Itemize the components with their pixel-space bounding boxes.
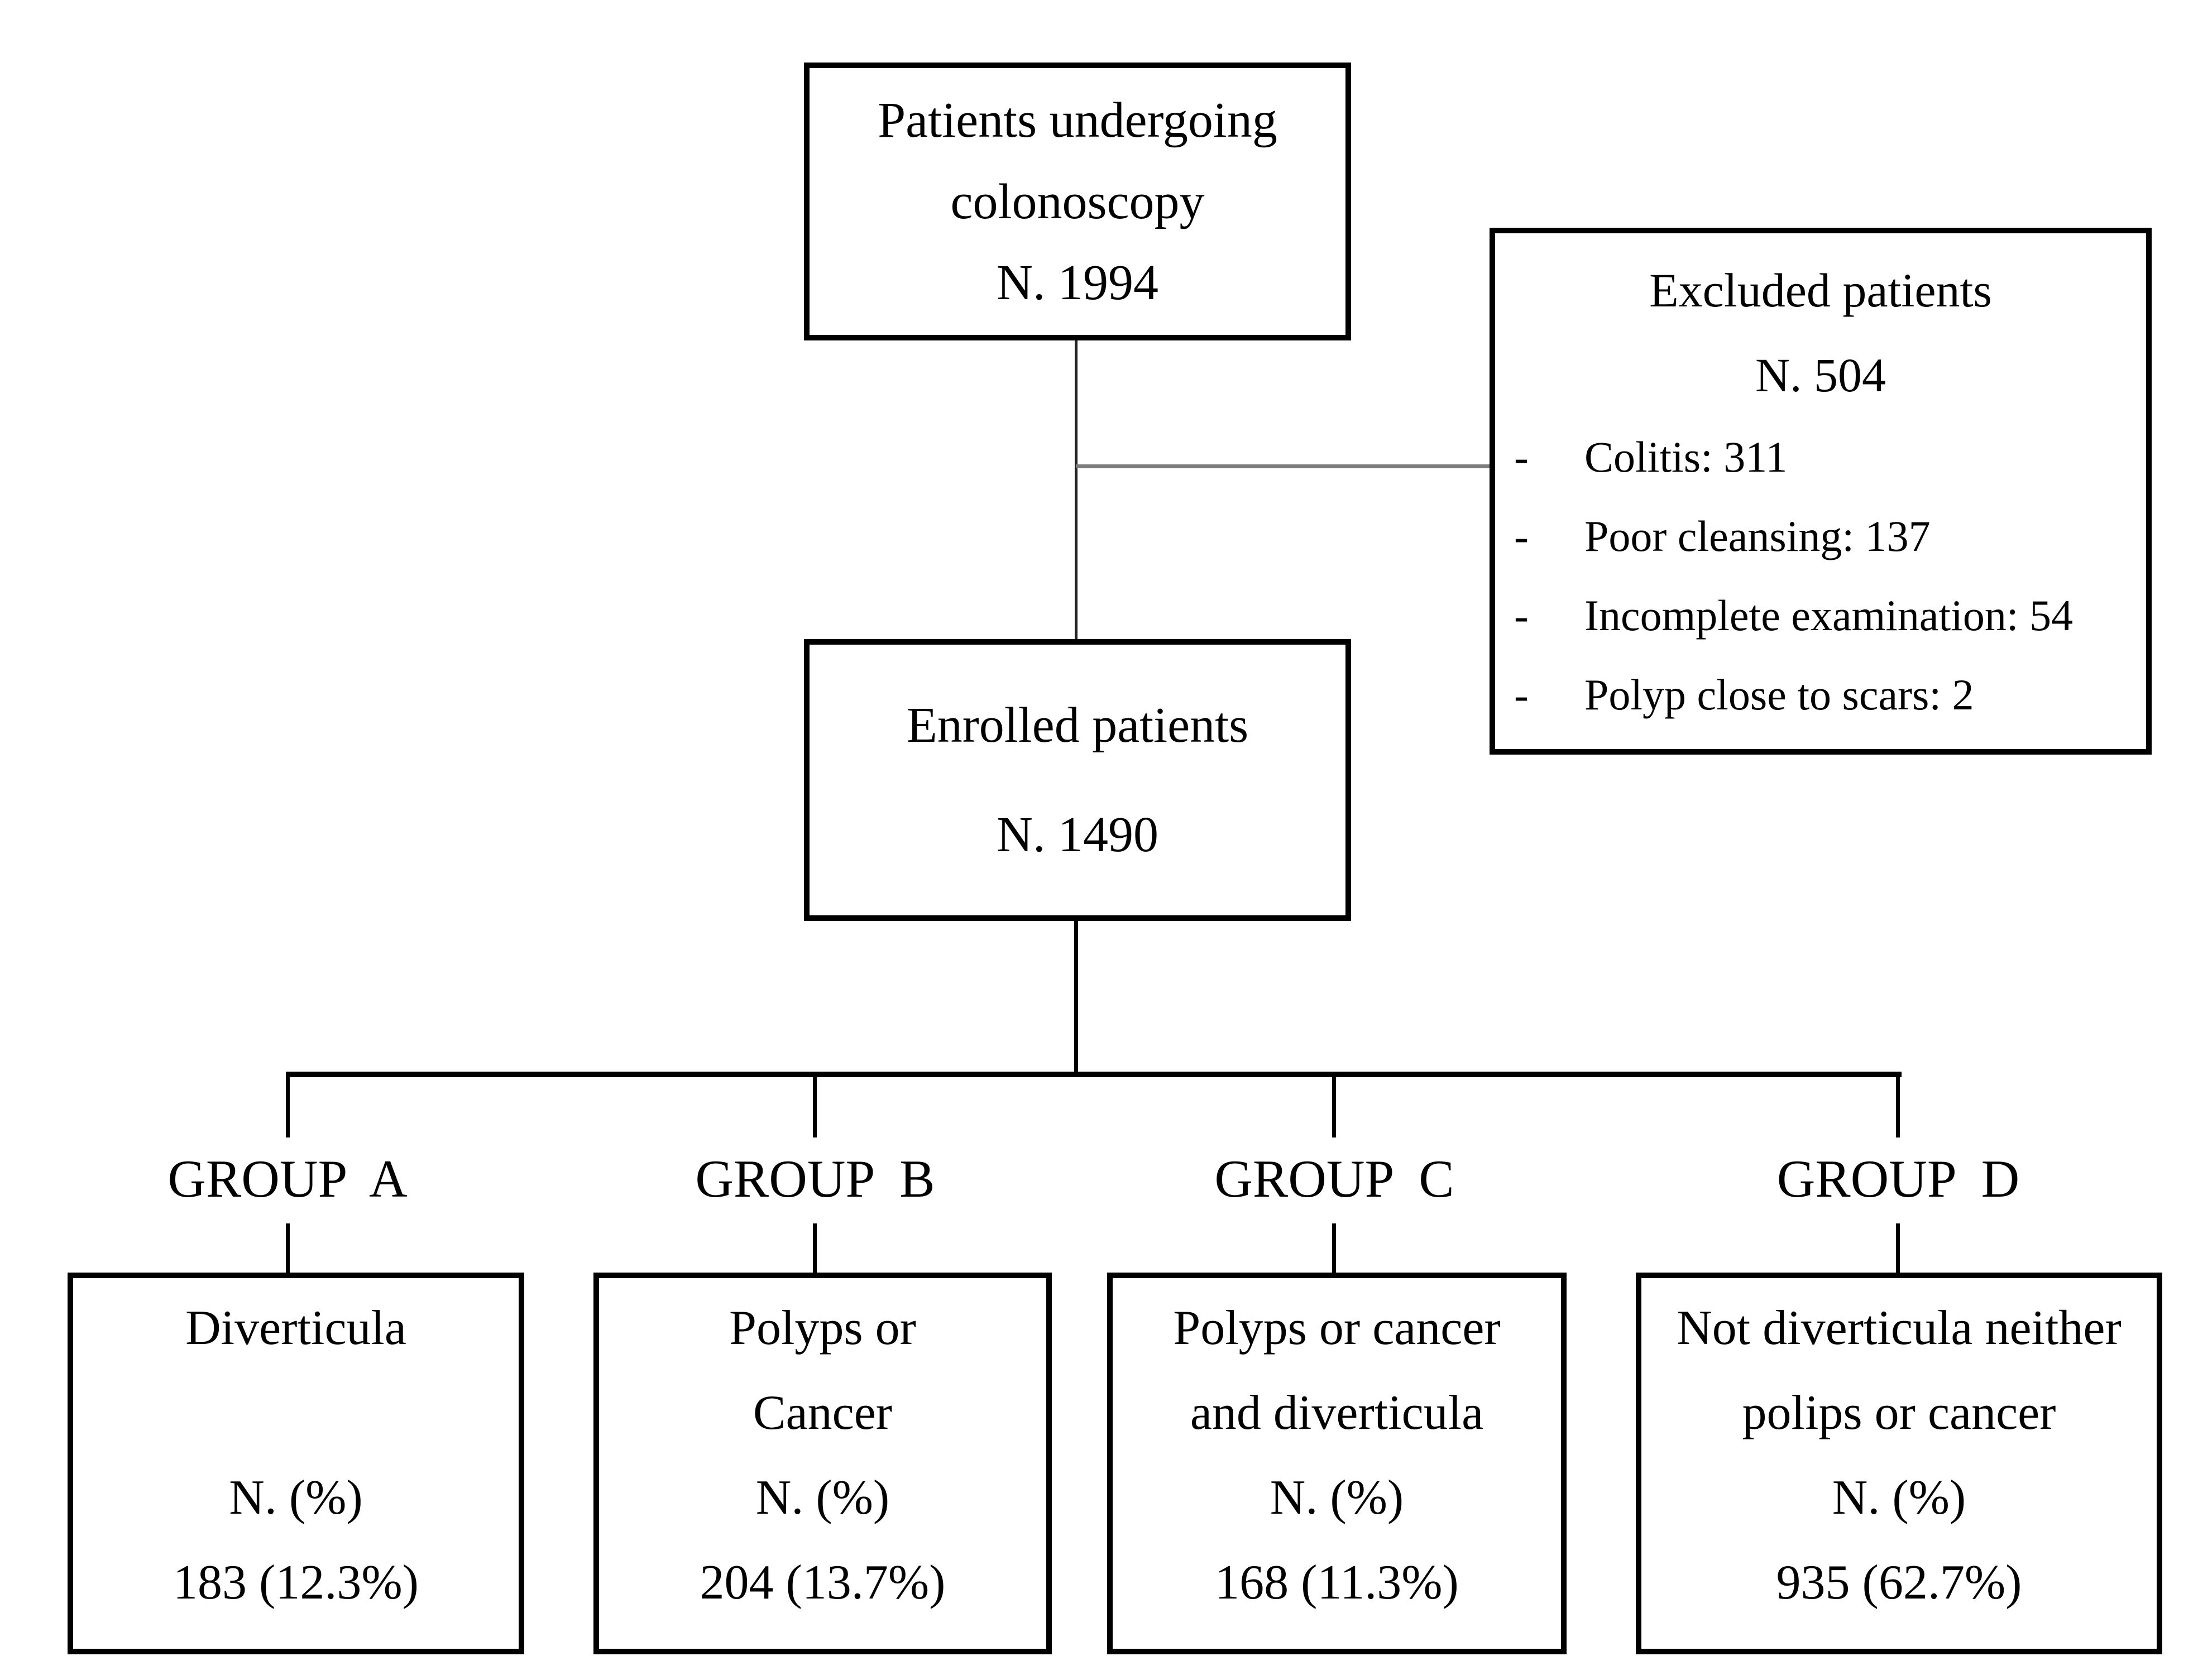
group-a-stat-label: N. (%) — [229, 1471, 363, 1525]
patients-line-2: colonoscopy — [950, 174, 1205, 229]
group-a-line-1: Diverticula — [185, 1301, 406, 1355]
excluded-item-poor-cleansing: - Poor cleansing: 137 — [1495, 511, 2146, 561]
bullet-dash: - — [1514, 512, 1529, 560]
excluded-item-incomplete-exam: - Incomplete examination: 54 — [1495, 591, 2146, 641]
group-d-label: GROUP D — [1776, 1149, 2020, 1208]
group-c-upper-stub — [1332, 1076, 1336, 1137]
group-a-value: 183 (12.3%) — [173, 1556, 419, 1610]
box-group-c-polyps-cancer-diverticula: Polyps or cancer and diverticula N. (%) … — [1107, 1273, 1567, 1654]
group-c-label: GROUP C — [1214, 1149, 1454, 1208]
group-b-upper-stub — [813, 1076, 817, 1137]
branch-line — [286, 1072, 1902, 1077]
group-c-value: 168 (11.3%) — [1215, 1556, 1459, 1610]
connector-enrolled-to-branch — [1074, 919, 1078, 1074]
group-d-upper-stub — [1896, 1076, 1900, 1137]
group-d-stat-label: N. (%) — [1832, 1471, 1966, 1525]
group-b-lower-stub — [813, 1223, 817, 1276]
group-a-line-2 — [73, 1371, 519, 1456]
group-b-line-1: Polyps or — [729, 1301, 916, 1355]
group-a-lower-stub — [286, 1223, 290, 1276]
enrolled-count: N. 1490 — [997, 807, 1158, 862]
box-excluded-patients: Excluded patients N. 504 - Colitis: 311 … — [1490, 228, 2152, 755]
connector-patients-to-enrolled — [1075, 339, 1078, 641]
group-c-line-2: and diverticula — [1190, 1386, 1484, 1440]
excluded-title: Excluded patients — [1649, 263, 1992, 317]
group-c-stat-label: N. (%) — [1270, 1471, 1404, 1525]
box-group-d-no-findings: Not diverticula neither polips or cancer… — [1636, 1273, 2162, 1654]
group-b-line-2: Cancer — [753, 1386, 893, 1440]
group-d-value: 935 (62.7%) — [1776, 1556, 2022, 1610]
excluded-item-text: Colitis: 311 — [1584, 433, 1788, 481]
bullet-dash: - — [1514, 433, 1529, 481]
group-a-upper-stub — [286, 1076, 290, 1137]
bullet-dash: - — [1514, 670, 1529, 719]
patients-count: N. 1994 — [997, 255, 1158, 310]
box-enrolled-patients: Enrolled patients N. 1490 — [804, 639, 1351, 921]
excluded-item-polyp-scars: - Polyp close to scars: 2 — [1495, 670, 2146, 720]
bullet-dash: - — [1514, 591, 1529, 640]
box-group-a-diverticula: Diverticula N. (%) 183 (12.3%) — [68, 1273, 524, 1654]
group-d-line-2: polips or cancer — [1742, 1386, 2056, 1440]
connector-to-excluded — [1076, 464, 1492, 468]
enrolled-line: Enrolled patients — [906, 698, 1249, 753]
excluded-item-colitis: - Colitis: 311 — [1495, 432, 2146, 482]
group-c-lower-stub — [1332, 1223, 1336, 1276]
excluded-item-text: Poor cleansing: 137 — [1584, 512, 1931, 560]
excluded-count: N. 504 — [1755, 348, 1886, 402]
group-b-stat-label: N. (%) — [755, 1471, 890, 1525]
excluded-item-text: Polyp close to scars: 2 — [1584, 670, 1974, 719]
excluded-item-text: Incomplete examination: 54 — [1584, 591, 2074, 640]
group-c-line-1: Polyps or cancer — [1173, 1301, 1501, 1355]
box-group-b-polyps-or-cancer: Polyps or Cancer N. (%) 204 (13.7%) — [593, 1273, 1052, 1654]
group-a-label: GROUP A — [167, 1149, 408, 1208]
patients-line-1: Patients undergoing — [878, 93, 1277, 148]
group-b-value: 204 (13.7%) — [700, 1556, 946, 1610]
group-b-label: GROUP B — [695, 1149, 935, 1208]
group-d-lower-stub — [1896, 1223, 1900, 1276]
group-d-line-1: Not diverticula neither — [1677, 1301, 2122, 1355]
box-patients-undergoing: Patients undergoing colonoscopy N. 1994 — [804, 63, 1351, 340]
